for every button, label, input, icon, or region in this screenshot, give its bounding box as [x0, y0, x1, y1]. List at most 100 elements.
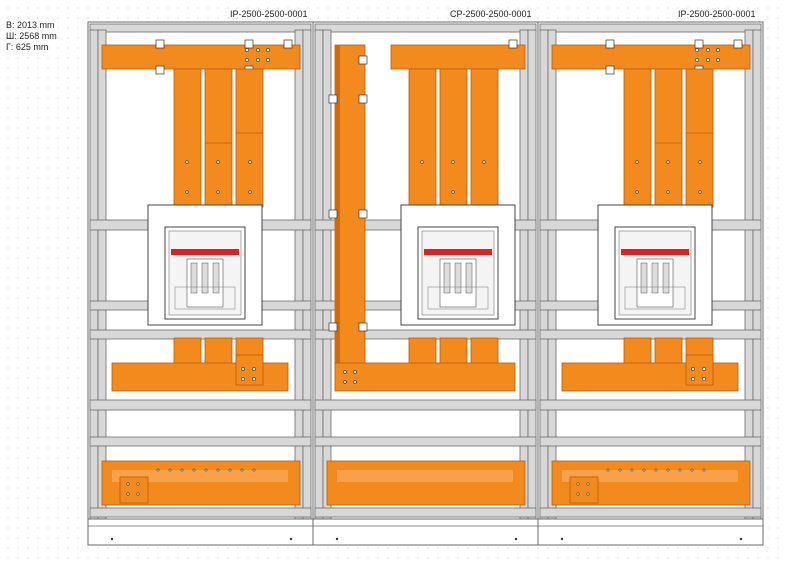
cabinet-3-title: IP-2500-2500-0001: [678, 9, 756, 19]
width-dimension: Ш: 2568 mm: [6, 31, 57, 41]
insulator-block: [358, 94, 368, 104]
bolt-hole: [256, 58, 260, 62]
bolt-hole: [185, 190, 189, 194]
plinth-mark: [335, 537, 339, 541]
vertical-busbar: [470, 68, 499, 208]
horizontal-rail: [89, 436, 312, 447]
plinth: [312, 518, 539, 546]
bolt-hole: [266, 48, 270, 52]
bolt-hole: [702, 377, 706, 381]
vertical-busbar: [408, 68, 437, 208]
bolt-hole: [245, 48, 249, 52]
bolt-hole: [204, 468, 208, 472]
bolt-hole: [716, 48, 720, 52]
horizontal-rail: [539, 436, 762, 447]
pe-terminal-block: [569, 476, 599, 504]
insulator-block: [244, 39, 254, 49]
insulator-block: [733, 39, 743, 49]
bolt-hole: [606, 468, 610, 472]
pe-busbar-strip: [112, 470, 288, 482]
bolt-hole: [678, 468, 682, 472]
bolt-hole: [136, 492, 140, 496]
pe-busbar: [326, 460, 526, 506]
top-frame-beam: [314, 23, 537, 33]
plinth: [537, 518, 764, 546]
bolt-hole: [654, 468, 658, 472]
bolt-hole: [241, 377, 245, 381]
output-terminal: [685, 354, 714, 386]
bolt-hole: [666, 468, 670, 472]
bolt-hole: [168, 468, 172, 472]
bolt-hole: [642, 468, 646, 472]
vertical-busbar: [235, 68, 264, 208]
bolt-hole: [630, 468, 634, 472]
top-frame-beam: [539, 23, 762, 33]
pe-busbar-strip: [337, 470, 513, 482]
bolt-hole: [252, 377, 256, 381]
plinth-mark: [560, 537, 564, 541]
bolt-hole: [252, 367, 256, 371]
bolt-hole: [343, 380, 347, 384]
bolt-hole: [266, 58, 270, 62]
bolt-hole: [451, 190, 455, 194]
horizontal-rail: [89, 399, 312, 411]
horizontal-rail: [539, 399, 762, 411]
bolt-hole: [618, 468, 622, 472]
vertical-busbar: [685, 68, 714, 208]
horizontal-rail: [314, 507, 537, 518]
breaker-pole: [190, 262, 198, 294]
bolt-hole: [256, 48, 260, 52]
breaker-label-area: [427, 286, 489, 310]
insulator-block: [328, 322, 338, 332]
plinth-mark: [110, 537, 114, 541]
breaker-rating-strip: [171, 249, 239, 255]
pe-busbar-strip: [562, 470, 738, 482]
insulator-block: [328, 94, 338, 104]
breaker-pole: [212, 262, 220, 294]
bolt-hole: [691, 367, 695, 371]
bolt-hole: [666, 190, 670, 194]
bolt-hole: [252, 468, 256, 472]
vertical-busbar: [439, 68, 468, 208]
bolt-hole: [420, 160, 424, 164]
insulator-block: [155, 39, 165, 49]
insulator-block: [155, 65, 165, 75]
cabinet-3-drawing: [537, 21, 764, 546]
breaker-label-area: [624, 286, 686, 310]
plinth: [87, 518, 314, 546]
bolt-hole: [353, 370, 357, 374]
bolt-hole: [126, 492, 130, 496]
vertical-busbar: [654, 68, 683, 208]
breaker-rating-strip: [621, 249, 689, 255]
horizontal-rail: [314, 399, 537, 411]
depth-dimension: Г: 625 mm: [6, 42, 49, 52]
insulator-block: [358, 55, 368, 65]
coupler-link-busbar: [334, 362, 516, 392]
insulator-block: [358, 209, 368, 219]
bolt-hole: [353, 380, 357, 384]
bolt-hole: [241, 367, 245, 371]
main-busbar-top: [390, 44, 526, 70]
bolt-hole: [691, 377, 695, 381]
insulator-block: [328, 209, 338, 219]
bolt-hole: [698, 160, 702, 164]
bolt-hole: [248, 190, 252, 194]
plinth-mark: [739, 537, 743, 541]
top-frame-beam: [89, 23, 312, 33]
breaker-pole: [640, 262, 648, 294]
bolt-hole: [240, 468, 244, 472]
insulator-block: [358, 322, 368, 332]
dimensions-panel: В: 2013 mm Ш: 2568 mm Г: 625 mm: [6, 20, 57, 53]
breaker-label-area: [174, 286, 236, 310]
vertical-busbar: [623, 68, 652, 208]
horizontal-rail: [89, 507, 312, 518]
bolt-hole: [706, 48, 710, 52]
bolt-hole: [343, 370, 347, 374]
coupler-busbar-edge: [335, 45, 340, 365]
bolt-hole: [126, 482, 130, 486]
insulator-block: [605, 39, 615, 49]
cabinet-1-title: IP-2500-2500-0001: [230, 9, 308, 19]
insulator-block: [694, 39, 704, 49]
bolt-hole: [706, 58, 710, 62]
